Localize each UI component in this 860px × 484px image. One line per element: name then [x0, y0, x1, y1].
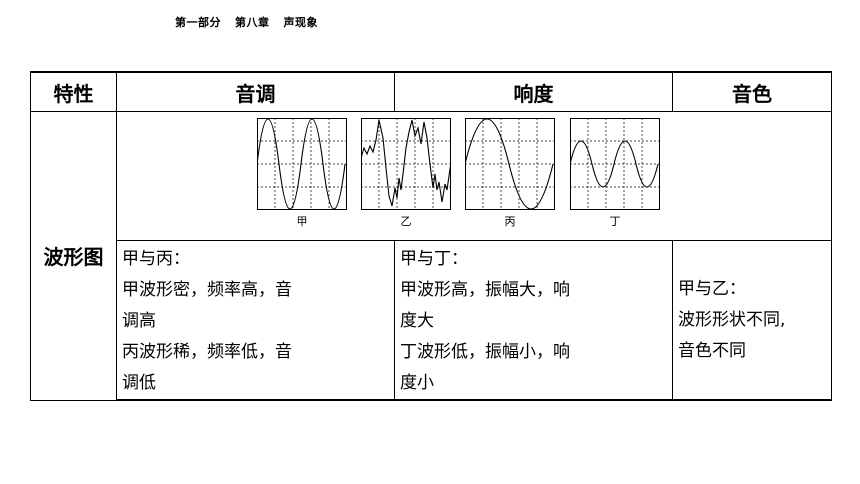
loudness-explanation: 甲与丁： 甲波形高，振幅大，响 度大 丁波形低，振幅小，响 度小	[394, 240, 673, 401]
timbre-line-2: 波形形状不同,	[678, 309, 786, 330]
pitch-line-3: 调高	[122, 311, 156, 331]
col-header-property: 特性	[30, 71, 117, 112]
row-label-waveform: 波形图	[30, 111, 117, 401]
loudness-line-3: 度大	[400, 311, 434, 331]
pitch-line-1: 甲与丙：	[122, 249, 190, 269]
loudness-line-1: 甲与丁：	[400, 249, 468, 269]
page-header: 第一部分 第八章声现象	[175, 14, 332, 30]
waveforms-cell: 甲 乙	[116, 111, 832, 241]
waveform-label-ding: 丁	[609, 215, 621, 228]
pitch-line-5: 调低	[122, 373, 156, 393]
header-chapter: 第八章	[235, 16, 270, 29]
header-section: 声现象	[283, 16, 318, 29]
waveform-row: 波形图 甲	[30, 111, 832, 401]
pitch-line-4: 丙波形稀，频率低，音	[122, 342, 292, 362]
waveform-bing	[464, 118, 555, 214]
waveform-yi	[360, 118, 452, 214]
waveform-jia	[256, 118, 347, 214]
pitch-explanation: 甲与丙： 甲波形密，频率高，音 调高 丙波形稀，频率低，音 调低	[116, 240, 395, 401]
col-header-pitch: 音调	[116, 71, 395, 112]
timbre-line-3: 音色不同	[678, 340, 746, 361]
waveform-label-bing: 丙	[504, 215, 516, 228]
table-header-row: 特性 音调 响度 音色	[30, 71, 832, 112]
waveform-ding	[569, 118, 660, 214]
waveform-label-jia: 甲	[296, 215, 308, 228]
col-header-timbre: 音色	[672, 71, 832, 112]
pitch-line-2: 甲波形密，频率高，音	[122, 280, 292, 300]
loudness-line-5: 度小	[400, 373, 434, 393]
header-part: 第一部分	[175, 16, 221, 29]
explanation-row: 甲与丙： 甲波形密，频率高，音 调高 丙波形稀，频率低，音 调低 甲与丁： 甲波…	[31, 240, 832, 401]
waveform-label-yi: 乙	[400, 215, 412, 228]
sound-characteristics-table: 特性 音调 响度 音色 波形图	[30, 71, 832, 401]
loudness-line-4: 丁波形低，振幅小，响	[400, 342, 570, 362]
loudness-line-2: 甲波形高，振幅大，响	[400, 280, 570, 300]
timbre-line-1: 甲与乙：	[678, 278, 746, 299]
timbre-explanation: 甲与乙： 波形形状不同, 音色不同	[672, 240, 832, 401]
col-header-loudness: 响度	[394, 71, 673, 112]
